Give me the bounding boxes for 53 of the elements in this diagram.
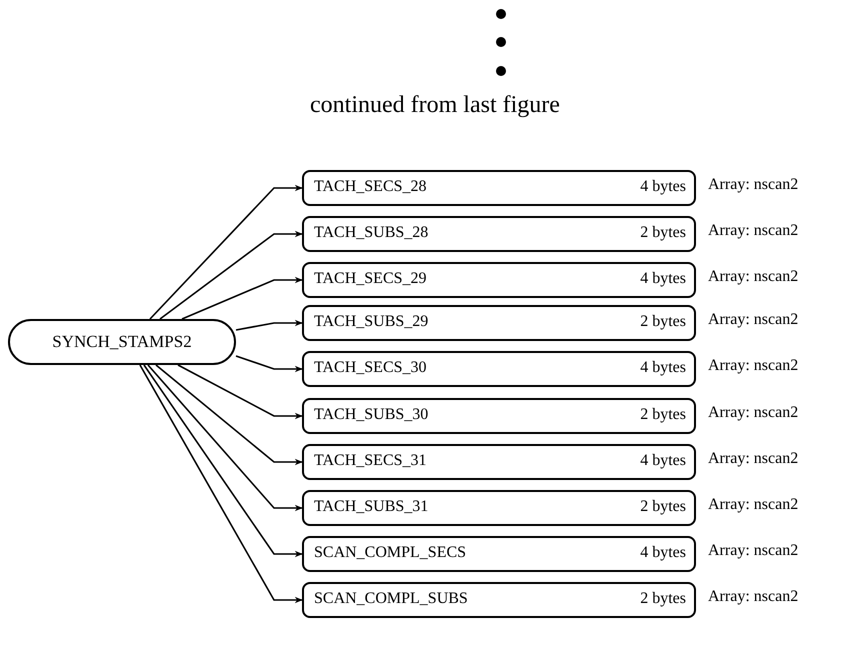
byte-size: 2 bytes bbox=[640, 313, 686, 331]
rounded-node bbox=[8, 319, 236, 365]
arrow bbox=[156, 364, 303, 466]
arrow bbox=[236, 355, 303, 372]
arrow bbox=[143, 364, 303, 558]
array-note: Array: nscan2 bbox=[708, 450, 798, 468]
array-note: Array: nscan2 bbox=[708, 404, 798, 422]
field-box bbox=[302, 444, 696, 480]
field-box bbox=[302, 490, 696, 526]
field-box bbox=[302, 398, 696, 434]
byte-size: 2 bytes bbox=[640, 406, 686, 424]
field-name: SCAN_COMPL_SUBS bbox=[314, 590, 468, 608]
byte-size: 2 bytes bbox=[640, 224, 686, 242]
byte-size: 4 bytes bbox=[640, 178, 686, 196]
field-name: TACH_SUBS_29 bbox=[314, 313, 428, 331]
field-box bbox=[302, 170, 696, 206]
arrow bbox=[160, 230, 303, 320]
arrow bbox=[236, 320, 303, 331]
arrow bbox=[178, 364, 303, 420]
array-note: Array: nscan2 bbox=[708, 542, 798, 560]
field-name: TACH_SECS_29 bbox=[314, 270, 427, 288]
continuation-note: continued from last figure bbox=[310, 92, 560, 119]
arrow bbox=[139, 364, 303, 604]
field-name: TACH_SUBS_30 bbox=[314, 406, 428, 424]
arrow bbox=[147, 364, 303, 512]
field-box bbox=[302, 262, 696, 298]
array-note: Array: nscan2 bbox=[708, 311, 798, 329]
field-name: TACH_SECS_28 bbox=[314, 178, 427, 196]
byte-size: 4 bytes bbox=[640, 359, 686, 377]
byte-size: 2 bytes bbox=[640, 590, 686, 608]
byte-size: 2 bytes bbox=[640, 498, 686, 516]
field-name: TACH_SUBS_31 bbox=[314, 498, 428, 516]
field-box bbox=[302, 536, 696, 572]
arrow bbox=[149, 184, 303, 320]
field-name: SCAN_COMPL_SECS bbox=[314, 544, 466, 562]
array-note: Array: nscan2 bbox=[708, 588, 798, 606]
arrow bbox=[182, 276, 303, 320]
field-box bbox=[302, 305, 696, 341]
field-box bbox=[302, 216, 696, 252]
field-name: TACH_SUBS_28 bbox=[314, 224, 428, 242]
byte-size: 4 bytes bbox=[640, 544, 686, 562]
field-box bbox=[302, 582, 696, 618]
array-note: Array: nscan2 bbox=[708, 222, 798, 240]
byte-size: 4 bytes bbox=[640, 270, 686, 288]
field-box bbox=[302, 351, 696, 387]
array-note: Array: nscan2 bbox=[708, 176, 798, 194]
byte-size: 4 bytes bbox=[640, 452, 686, 470]
field-name: TACH_SECS_30 bbox=[314, 359, 427, 377]
array-note: Array: nscan2 bbox=[708, 357, 798, 375]
field-name: TACH_SECS_31 bbox=[314, 452, 427, 470]
node-label: SYNCH_STAMPS2 bbox=[52, 332, 192, 352]
array-note: Array: nscan2 bbox=[708, 268, 798, 286]
array-note: Array: nscan2 bbox=[708, 496, 798, 514]
